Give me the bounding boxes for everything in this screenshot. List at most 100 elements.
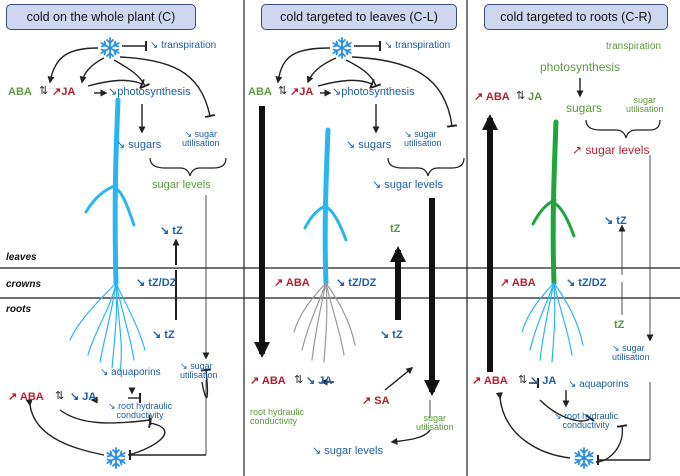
- row-label-crowns: crowns: [6, 279, 42, 290]
- tz-dz-label: tZ/DZ: [348, 277, 377, 289]
- increase-arrow-icon: ↗: [572, 143, 583, 157]
- photosynthesis-label: photosynthesis: [540, 60, 621, 74]
- tz-dz-label: tZ/DZ: [148, 277, 177, 289]
- decrease-arrow-icon: ↘: [108, 401, 116, 411]
- tz-leaves-label: tZ: [172, 225, 183, 237]
- panel-title-cl: cold targeted to leaves (C-L): [261, 4, 457, 30]
- decrease-arrow-icon: ↘: [306, 375, 316, 387]
- sugar-levels-label: sugar levels: [384, 179, 443, 191]
- decrease-arrow-icon: ↘: [136, 277, 146, 289]
- sugar-levels-label: sugar levels: [585, 143, 650, 157]
- antagonism-icon: ⇅: [39, 85, 49, 97]
- increase-arrow-icon: ↗: [274, 277, 284, 289]
- panel-title-c: cold on the whole plant (C): [6, 4, 196, 30]
- ja-roots-label: JA: [542, 375, 557, 387]
- decrease-arrow-icon: ↘: [152, 329, 162, 341]
- antagonism-icon: ⇅: [278, 85, 288, 97]
- snowflake-icon: [332, 37, 352, 59]
- decrease-arrow-icon: ↘: [372, 179, 382, 191]
- sugar-utilisation-label: sugar utilisation: [404, 129, 442, 148]
- antagonism-icon: ⇅: [518, 374, 528, 386]
- decrease-arrow-icon: ↘: [160, 225, 170, 237]
- ja-label: JA: [61, 86, 76, 98]
- aba-label: ABA: [8, 86, 32, 98]
- plant-c: [69, 97, 146, 373]
- sugar-utilisation-label: sugar utilisation: [182, 129, 220, 148]
- aba-crowns-label: ABA: [511, 277, 536, 289]
- tz-leaves-label: tZ: [616, 215, 627, 227]
- aba-roots-label: ABA: [19, 391, 44, 403]
- decrease-arrow-icon: ↘: [336, 277, 346, 289]
- sugar-brace-cl: [387, 157, 465, 177]
- decrease-arrow-icon: ↘: [380, 329, 390, 341]
- decrease-arrow-icon: ↘: [312, 445, 322, 457]
- aba-roots-label: ABA: [261, 375, 286, 387]
- aba-label: ABA: [485, 91, 510, 103]
- plant-cr: [521, 119, 584, 363]
- tz-roots-label: tZ: [392, 329, 403, 341]
- sugar-levels-label: sugar levels: [152, 179, 211, 191]
- sugar-utilisation-roots-label: sugar utilisation: [180, 361, 218, 380]
- decrease-arrow-icon: ↘: [384, 40, 393, 51]
- row-label-leaves: leaves: [6, 252, 37, 263]
- snowflake-icon: [574, 447, 594, 469]
- plant-cl: [293, 127, 356, 363]
- increase-arrow-icon: ↗: [290, 86, 300, 98]
- sugars-label: sugars: [358, 139, 392, 151]
- increase-arrow-icon: ↗: [362, 395, 372, 407]
- aba-label: ABA: [248, 86, 272, 98]
- antagonism-icon: ⇅: [294, 374, 304, 386]
- decrease-arrow-icon: ↘: [404, 129, 412, 139]
- increase-arrow-icon: ↗: [472, 375, 482, 387]
- snowflake-icon: [100, 37, 120, 59]
- decrease-arrow-icon: ↘: [150, 40, 159, 51]
- increase-arrow-icon: ↗: [250, 375, 260, 387]
- photosynthesis-label: photosynthesis: [341, 86, 415, 98]
- decrease-arrow-icon: ↘: [530, 375, 540, 387]
- aba-roots-label: ABA: [483, 375, 508, 387]
- decrease-arrow-icon: ↘: [184, 129, 193, 139]
- decrease-arrow-icon: ↘: [332, 86, 342, 98]
- panel-title-cr: cold targeted to roots (C-R): [484, 4, 668, 30]
- tz-dz-label: tZ/DZ: [578, 277, 607, 289]
- sugars-label: sugars: [128, 139, 162, 151]
- tz-leaves-label: tZ: [390, 223, 401, 235]
- decrease-arrow-icon: ↘: [70, 391, 80, 403]
- decrease-arrow-icon: ↘: [612, 343, 620, 353]
- tz-roots-label: tZ: [614, 319, 625, 331]
- ja-label: JA: [528, 91, 543, 103]
- transpiration-label: transpiration: [161, 40, 217, 51]
- transpiration-label: transpiration: [606, 41, 662, 52]
- increase-arrow-icon: ↗: [8, 391, 18, 403]
- photosynthesis-label: photosynthesis: [117, 86, 191, 98]
- sugar-levels-roots-label: sugar levels: [324, 445, 383, 457]
- aba-crowns-label: ABA: [285, 277, 310, 289]
- sugar-utilisation-label: sugar utilisation: [626, 95, 664, 114]
- row-label-roots: roots: [6, 304, 31, 315]
- panel-cr-arrows: [495, 78, 654, 465]
- aquaporins-label: aquaporins: [579, 379, 629, 390]
- decrease-arrow-icon: ↘: [554, 411, 562, 421]
- transpiration-label: transpiration: [395, 40, 451, 51]
- increase-arrow-icon: ↗: [52, 86, 62, 98]
- decrease-arrow-icon: ↘: [568, 379, 577, 390]
- sugar-brace-c: [149, 157, 227, 177]
- decrease-arrow-icon: ↘: [346, 139, 356, 151]
- panel-c-arrows: [25, 41, 216, 460]
- increase-arrow-icon: ↗: [474, 91, 484, 103]
- increase-arrow-icon: ↗: [500, 277, 510, 289]
- root-hydraulic-label: root hydraulic conductivity: [116, 401, 173, 420]
- sa-label: SA: [374, 395, 390, 407]
- aquaporins-label: aquaporins: [111, 367, 161, 378]
- panel-cl-arrows: [275, 41, 458, 445]
- antagonism-icon: ⇅: [55, 390, 65, 402]
- sugar-brace-cr: [585, 119, 661, 139]
- sugars-label: sugars: [566, 101, 603, 115]
- ja-roots-label: JA: [82, 391, 97, 403]
- decrease-arrow-icon: ↘: [604, 215, 614, 227]
- snowflake-icon: [106, 447, 126, 469]
- root-hydraulic-label: root hydraulic conductivity: [562, 411, 619, 430]
- decrease-arrow-icon: ↘: [180, 361, 188, 371]
